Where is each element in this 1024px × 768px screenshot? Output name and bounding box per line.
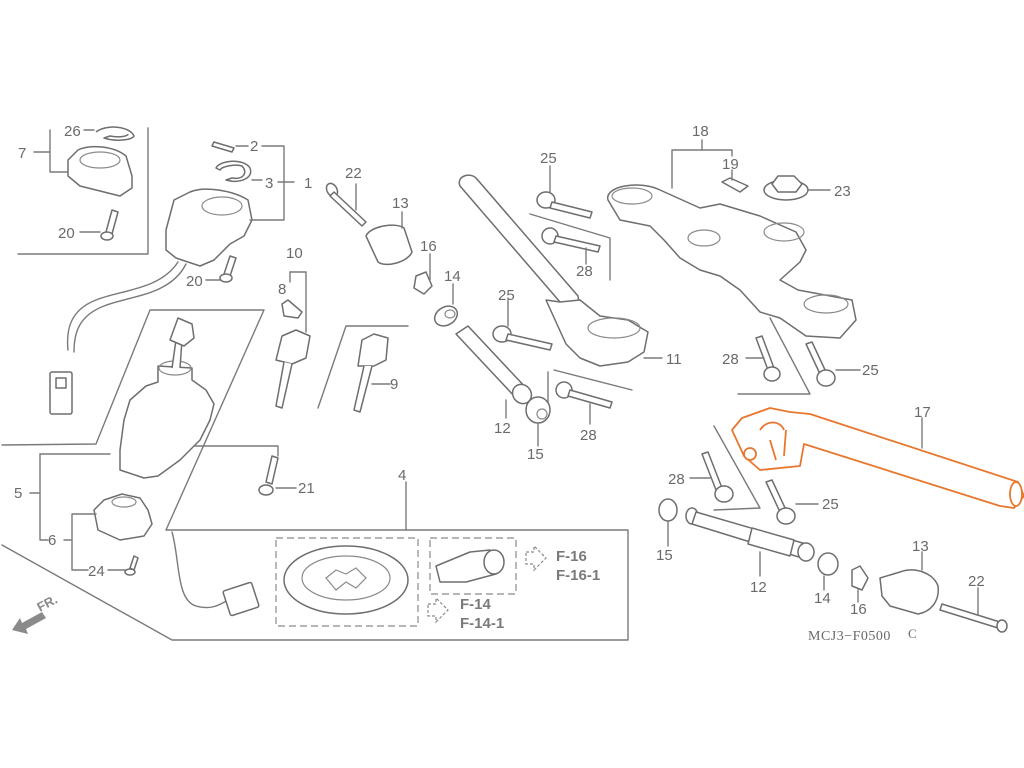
- part-13-bar-end-weight-a: [365, 224, 413, 266]
- callout-9: 9: [390, 376, 398, 393]
- callout-23: 23: [834, 183, 851, 200]
- part-26-circlip: [95, 126, 135, 141]
- ref-arrow-2: [427, 596, 449, 624]
- part-4-fuel-cap: [283, 545, 409, 615]
- part-25-bolt-d: [765, 479, 796, 525]
- callout-3: 3: [265, 175, 273, 192]
- ref-label-f14-1[interactable]: F-14-1: [460, 615, 504, 632]
- part-6-switch-base: [93, 493, 153, 541]
- callout-28: 28: [580, 427, 597, 444]
- part-21-screw: [258, 455, 279, 496]
- connector-right: [222, 581, 260, 617]
- part-11-left-handlebar: [458, 174, 649, 367]
- front-direction-label: FR.: [34, 592, 60, 615]
- part-8-key-tag: [281, 299, 303, 319]
- part-12-shaft-a: [455, 325, 533, 405]
- callout-10: 10: [286, 245, 303, 262]
- part-24-screw: [124, 555, 139, 576]
- callout-6: 6: [48, 532, 56, 549]
- callout-11: 11: [666, 351, 682, 368]
- part-2-plate: [211, 141, 235, 153]
- callout-7: 7: [18, 145, 26, 162]
- part-22-screw-a: [325, 182, 367, 227]
- callout-22: 22: [345, 165, 362, 182]
- callout-21: 21: [298, 480, 315, 497]
- callout-28: 28: [722, 351, 739, 368]
- callout-14: 14: [444, 268, 461, 285]
- callout-12: 12: [494, 420, 511, 437]
- part-13-bar-end-weight-b: [879, 569, 939, 615]
- part-20-screw-a: [100, 209, 119, 241]
- part-4-key-cylinder: [435, 549, 505, 583]
- part-25-bolt-c: [805, 341, 836, 387]
- part-10-key-blank: [275, 329, 311, 409]
- ref-label-f16-1[interactable]: F-16-1: [556, 567, 600, 584]
- ref-label-f14[interactable]: F-14: [460, 596, 492, 613]
- diagram-code: MCJ3−F0500: [808, 629, 891, 644]
- part-14-rubber-b: [817, 552, 839, 576]
- ref-arrow-1: [525, 544, 547, 572]
- callout-1: 1: [304, 175, 312, 192]
- part-7-cover: [67, 145, 133, 197]
- part-28-bolt-a: [541, 227, 601, 253]
- part-15-nut-b: [658, 498, 678, 522]
- diagram-code-suffix: C: [908, 626, 917, 641]
- part-17-right-handlebar: [731, 407, 1024, 509]
- callout-12: 12: [750, 579, 767, 596]
- callout-24: 24: [88, 563, 105, 580]
- callout-16: 16: [420, 238, 437, 255]
- part-15-nut-a: [525, 396, 551, 424]
- part-22-screw-b: [939, 603, 1008, 633]
- callout-17: 17: [914, 404, 931, 421]
- callout-16: 16: [850, 601, 867, 618]
- part-28-bolt-b: [555, 381, 613, 409]
- group-7-box: [17, 127, 149, 255]
- callout-25: 25: [498, 287, 515, 304]
- connector-left: [49, 371, 73, 415]
- callout-25: 25: [540, 150, 557, 167]
- callout-20: 20: [186, 273, 203, 290]
- part-19-plate: [721, 177, 749, 193]
- front-direction-arrow: [12, 612, 46, 634]
- part-16-clip-b: [851, 565, 869, 591]
- part-12-shaft-b: [685, 507, 815, 562]
- part-25-bolt-a: [536, 191, 593, 219]
- part-23-nut: [763, 175, 809, 201]
- callout-4: 4: [398, 467, 406, 484]
- callout-25: 25: [862, 362, 879, 379]
- callout-28: 28: [668, 471, 685, 488]
- part-28-bolt-c: [755, 335, 781, 382]
- callout-2: 2: [250, 138, 258, 155]
- callout-28: 28: [576, 263, 593, 280]
- callout-26: 26: [64, 123, 81, 140]
- callout-14: 14: [814, 590, 831, 607]
- part-1-switch-body: [165, 188, 253, 267]
- part-20-screw-b: [219, 255, 237, 283]
- part-16-clip-a: [413, 271, 433, 295]
- callout-19: 19: [722, 156, 739, 173]
- callout-15: 15: [527, 446, 544, 463]
- callout-15: 15: [656, 547, 673, 564]
- part-28-bolt-d: [701, 451, 734, 503]
- callout-8: 8: [278, 281, 286, 298]
- part-9-key: [353, 333, 389, 413]
- callout-22: 22: [968, 573, 985, 590]
- part-3-circlip: [215, 160, 252, 182]
- ref-label-f16[interactable]: F-16: [556, 548, 587, 565]
- part-5-ignition-switch: [119, 317, 215, 479]
- part-18-top-bridge: [607, 184, 857, 339]
- callout-13: 13: [912, 538, 929, 555]
- callout-13: 13: [392, 195, 409, 212]
- part-14-rubber-a: [433, 305, 459, 327]
- callout-20: 20: [58, 225, 75, 242]
- part-25-bolt-b: [492, 325, 553, 351]
- callout-18: 18: [692, 123, 709, 140]
- callout-25: 25: [822, 496, 839, 513]
- callout-5: 5: [14, 485, 22, 502]
